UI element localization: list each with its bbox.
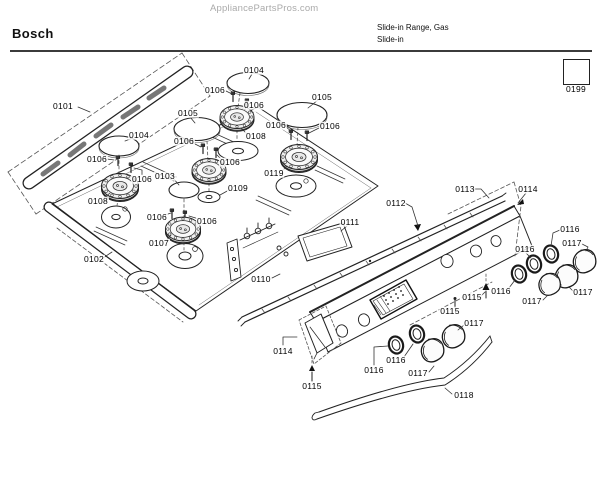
support-rail-0112 <box>237 192 507 327</box>
part-label-0113: 0113 <box>454 183 476 194</box>
bottom-trim-0118 <box>311 335 493 421</box>
part-label-0106: 0106 <box>218 156 242 167</box>
legend-icon-box <box>563 59 590 85</box>
burner-base-rings <box>101 141 317 292</box>
part-label-0106: 0106 <box>203 84 227 95</box>
doc-title: Slide-in Range, Gas <box>377 23 449 32</box>
part-label-0106: 0106 <box>85 153 109 164</box>
part-label-0106: 0106 <box>318 120 342 131</box>
panel-end-cap-0114 <box>298 305 342 365</box>
ignition-module-0111 <box>297 222 353 262</box>
part-label-0199: 0199 <box>565 84 587 94</box>
part-label-0116: 0116 <box>363 364 385 375</box>
part-label-0106: 0106 <box>264 119 288 130</box>
part-label-0109: 0109 <box>226 182 250 193</box>
part-label-0106: 0106 <box>195 215 219 226</box>
part-label-0116: 0116 <box>559 223 581 234</box>
part-label-0104: 0104 <box>242 64 266 75</box>
part-label-0107: 0107 <box>147 237 171 248</box>
part-label-0102: 0102 <box>82 253 106 264</box>
part-label-0116: 0116 <box>385 354 407 365</box>
part-label-0108: 0108 <box>244 130 268 141</box>
part-label-0106: 0106 <box>242 99 266 110</box>
part-label-0105: 0105 <box>176 107 200 118</box>
part-label-0118: 0118 <box>453 389 475 400</box>
part-label-0114: 0114 <box>517 183 539 194</box>
part-label-0114: 0114 <box>272 345 294 356</box>
part-label-0116: 0116 <box>490 285 512 296</box>
part-label-0117: 0117 <box>521 295 543 306</box>
part-label-0112: 0112 <box>385 197 407 208</box>
part-label-0110: 0110 <box>250 273 272 284</box>
part-label-0105: 0105 <box>310 91 334 102</box>
part-label-0103: 0103 <box>153 170 177 181</box>
display-window <box>369 279 418 320</box>
part-label-0106: 0106 <box>130 173 154 184</box>
part-label-0104: 0104 <box>127 129 151 140</box>
burner-caps <box>98 71 328 199</box>
part-label-0117: 0117 <box>463 317 485 328</box>
part-label-0108: 0108 <box>86 195 110 206</box>
part-label-0106: 0106 <box>145 211 169 222</box>
part-label-0115: 0115 <box>439 305 461 316</box>
part-label-0116: 0116 <box>514 243 536 254</box>
part-label-0101: 0101 <box>51 100 75 111</box>
part-label-0117: 0117 <box>407 367 429 378</box>
burner-head-0119 <box>280 144 318 173</box>
panel-fasteners-0115 <box>309 199 524 382</box>
part-label-0119: 0119 <box>263 167 285 178</box>
part-label-0111: 0111 <box>339 216 361 227</box>
part-label-0106: 0106 <box>172 135 196 146</box>
part-label-0117: 0117 <box>561 237 583 248</box>
header-divider <box>10 50 592 52</box>
doc-subtitle: Slide-in <box>377 35 404 44</box>
part-label-0117: 0117 <box>572 286 594 297</box>
site-watermark: AppliancePartsPros.com <box>210 3 319 14</box>
part-label-0115: 0115 <box>301 380 323 391</box>
part-label-0115: 0115 <box>461 291 483 302</box>
valve-bracket-0110 <box>226 217 289 282</box>
brand-logo-text: Bosch <box>12 26 54 41</box>
